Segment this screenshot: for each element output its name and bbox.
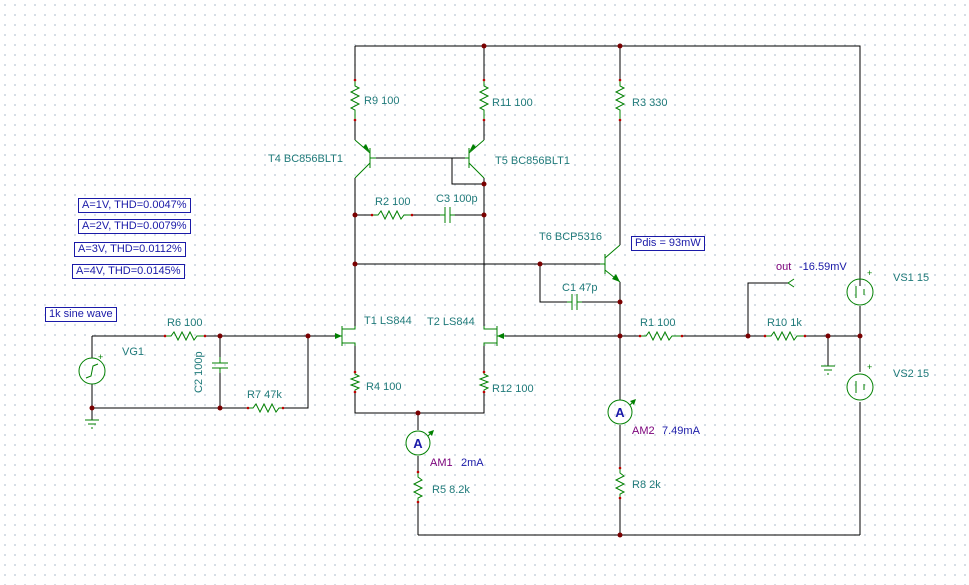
resistor-r5	[412, 472, 424, 502]
resistor-r6	[165, 330, 205, 342]
label-c1: C1 47p	[562, 282, 597, 294]
thd-note-4: A=4V, THD=0.0145%	[72, 264, 185, 279]
label-r11: R11 100	[492, 97, 533, 109]
pdis-note: Pdis = 93mW	[631, 236, 705, 251]
pin-dots	[163, 78, 807, 504]
label-r10: R10 1k	[767, 317, 802, 329]
resistor-r2	[372, 209, 412, 221]
voltage-source-vs2: +	[846, 362, 874, 401]
ground-icon	[85, 419, 99, 429]
label-c3: C3 100p	[436, 193, 478, 205]
resistor-r1	[640, 330, 682, 342]
resistor-r12	[478, 372, 490, 392]
transistor-t5	[465, 139, 485, 179]
transistors	[335, 139, 621, 346]
svg-text:+: +	[98, 352, 103, 362]
capacitor-c3	[440, 207, 455, 223]
ammeter-am1: A	[405, 430, 434, 456]
label-r4: R4 100	[366, 381, 401, 393]
label-t2: T2 LS844	[427, 316, 475, 328]
svg-text:+: +	[867, 268, 872, 278]
thd-note-2: A=2V, THD=0.0079%	[78, 219, 191, 234]
junctions	[89, 43, 863, 538]
label-r3: R3 330	[632, 97, 667, 109]
capacitor-c1	[567, 294, 582, 310]
sine-wave-note: 1k sine wave	[45, 307, 117, 322]
resistor-r3	[614, 80, 626, 120]
label-t5: T5 BC856BLT1	[495, 155, 570, 167]
label-vs1: VS1 15	[893, 272, 929, 284]
svg-text:A: A	[615, 405, 625, 420]
transistor-t6	[600, 244, 621, 283]
label-t4: T4 BC856BLT1	[268, 153, 343, 165]
resistor-r11	[478, 80, 490, 120]
label-r9: R9 100	[364, 95, 399, 107]
thd-note-1: A=1V, THD=0.0047%	[78, 198, 191, 213]
resistor-r9	[349, 80, 361, 120]
readings: 2mA 7.49mA -16.59mV	[461, 261, 847, 469]
ammeter-am2: A	[607, 399, 636, 425]
output-probe-icon	[787, 278, 795, 288]
label-r12: R12 100	[492, 383, 534, 395]
label-out: out	[776, 261, 791, 273]
transistor-t2	[483, 326, 505, 346]
resistor-r8	[614, 468, 626, 498]
svg-text:+: +	[867, 362, 872, 372]
label-t6: T6 BCP5316	[539, 231, 602, 243]
reading-am2: 7.49mA	[662, 425, 701, 437]
label-c2: C2 100p	[193, 351, 205, 393]
ammeters: A A	[405, 399, 636, 456]
transistor-t1	[335, 326, 356, 346]
ground-icon	[821, 365, 835, 375]
thd-note-3: A=3V, THD=0.0112%	[74, 242, 186, 257]
grounds	[85, 365, 835, 429]
svg-text:A: A	[413, 436, 423, 451]
resistor-r10	[765, 330, 805, 342]
label-r1: R1 100	[640, 317, 675, 329]
label-r2: R2 100	[375, 196, 410, 208]
signal-generator-vg1: +	[78, 352, 106, 385]
sources: + + +	[78, 268, 874, 401]
label-r7: R7 47k	[247, 389, 282, 401]
label-vs2: VS2 15	[893, 368, 929, 380]
label-r6: R6 100	[167, 317, 202, 329]
capacitors	[212, 207, 582, 373]
label-r5: R5 8.2k	[432, 484, 470, 496]
component-labels: R9 100 R11 100 R3 330 T4 BC856BLT1 T5 BC…	[122, 95, 929, 496]
resistor-r4	[349, 372, 361, 392]
reading-out: -16.59mV	[799, 261, 847, 273]
voltage-source-vs1: +	[846, 268, 874, 306]
label-r8: R8 2k	[632, 479, 661, 491]
resistors	[165, 80, 805, 502]
label-vg1: VG1	[122, 346, 144, 358]
reading-am1: 2mA	[461, 457, 484, 469]
capacitor-c2	[212, 357, 228, 373]
label-am1: AM1	[430, 457, 453, 469]
transistor-t4	[354, 139, 376, 179]
label-am2: AM2	[632, 425, 655, 437]
label-t1: T1 LS844	[364, 315, 412, 327]
resistor-r7	[248, 402, 283, 414]
